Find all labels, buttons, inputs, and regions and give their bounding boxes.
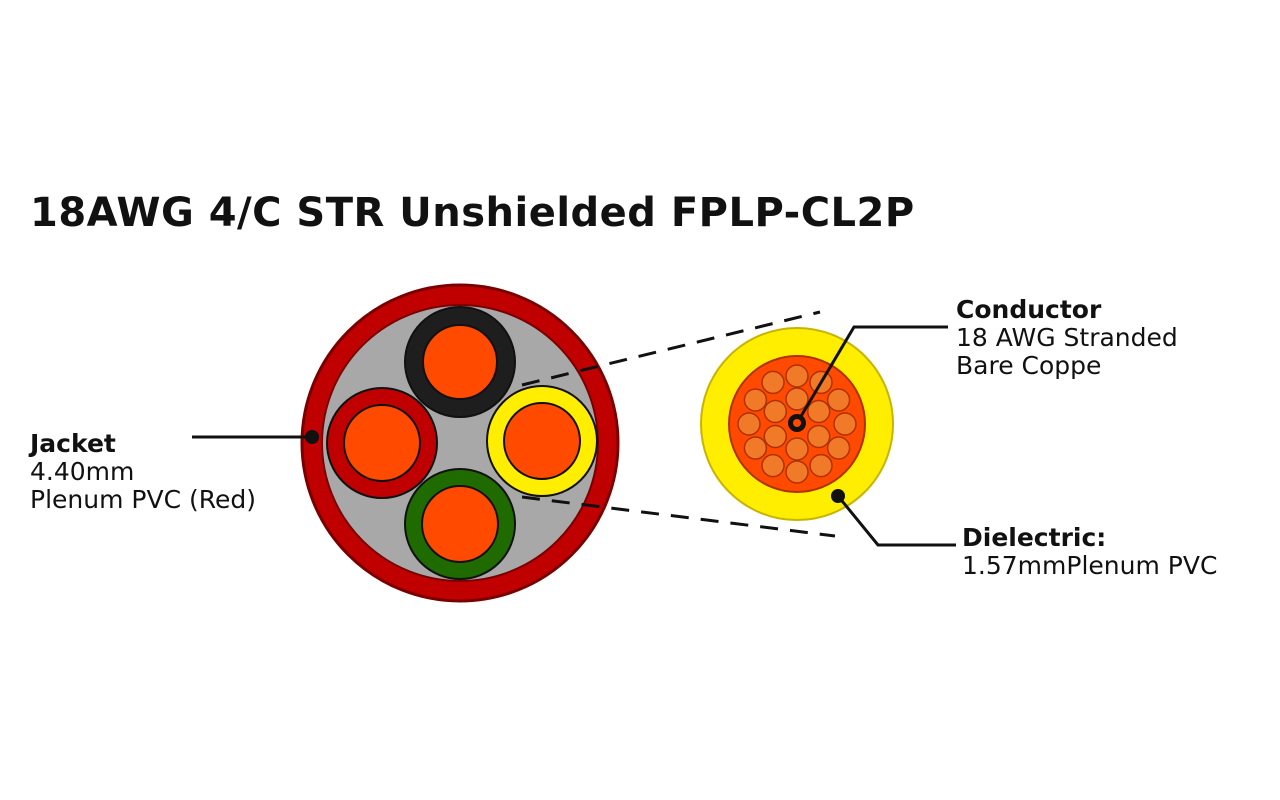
copper-strand (833, 412, 857, 436)
copper-strands (737, 364, 857, 484)
copper-strand (763, 399, 788, 424)
dielectric-dot (831, 489, 845, 503)
conductor-callout-title: Conductor (956, 295, 1102, 324)
conductor-leader (795, 325, 948, 424)
copper-strand (785, 387, 809, 411)
copper-strand (761, 370, 785, 395)
jacket-dot (305, 430, 319, 444)
copper-strand (763, 424, 788, 449)
copper-strand (743, 388, 768, 412)
callout-lines (192, 325, 956, 547)
jacket-callout-line-1: 4.40mm (30, 457, 135, 486)
copper-strand (737, 412, 761, 436)
diagram-title: 18AWG 4/C STR Unshielded FPLP-CL2P (30, 190, 915, 236)
conductor-red (326, 387, 438, 499)
conductor-yellow (486, 385, 598, 497)
copper-strand (806, 399, 831, 424)
filler-core (321, 304, 599, 582)
copper-strand (809, 453, 833, 478)
copper-strand (826, 436, 851, 460)
copper-strand (761, 453, 785, 478)
copper-strand (785, 437, 809, 461)
copper-strand (785, 364, 809, 388)
conductor-dot-center (793, 419, 801, 427)
zoom-lines (521, 310, 836, 538)
jacket-callout-line-2: Plenum PVC (Red) (30, 485, 256, 514)
jacket-callout: Jacket 4.40mm Plenum PVC (Red) (30, 430, 256, 514)
conductor-callout-line-1: 18 AWG Stranded (956, 323, 1178, 352)
copper-strand (826, 388, 851, 412)
conductor-callout: Conductor 18 AWG Stranded Bare Coppe (956, 296, 1178, 380)
conductor-callout-line-2: Bare Coppe (956, 351, 1102, 380)
jacket-callout-title: Jacket (30, 429, 116, 458)
conductor-green (404, 468, 516, 580)
cable-cross-section (300, 283, 620, 603)
dielectric-callout-title: Dielectric: (962, 523, 1107, 552)
conductor-black (404, 306, 516, 418)
dielectric-callout-line-1: 1.57mmPlenum PVC (962, 551, 1218, 580)
copper-strand (806, 424, 831, 449)
dielectric-callout: Dielectric: 1.57mmPlenum PVC (962, 524, 1217, 580)
copper-strand (785, 460, 809, 484)
dielectric-leader (836, 495, 956, 547)
callout-dots (305, 414, 845, 503)
copper-strand (743, 436, 768, 460)
